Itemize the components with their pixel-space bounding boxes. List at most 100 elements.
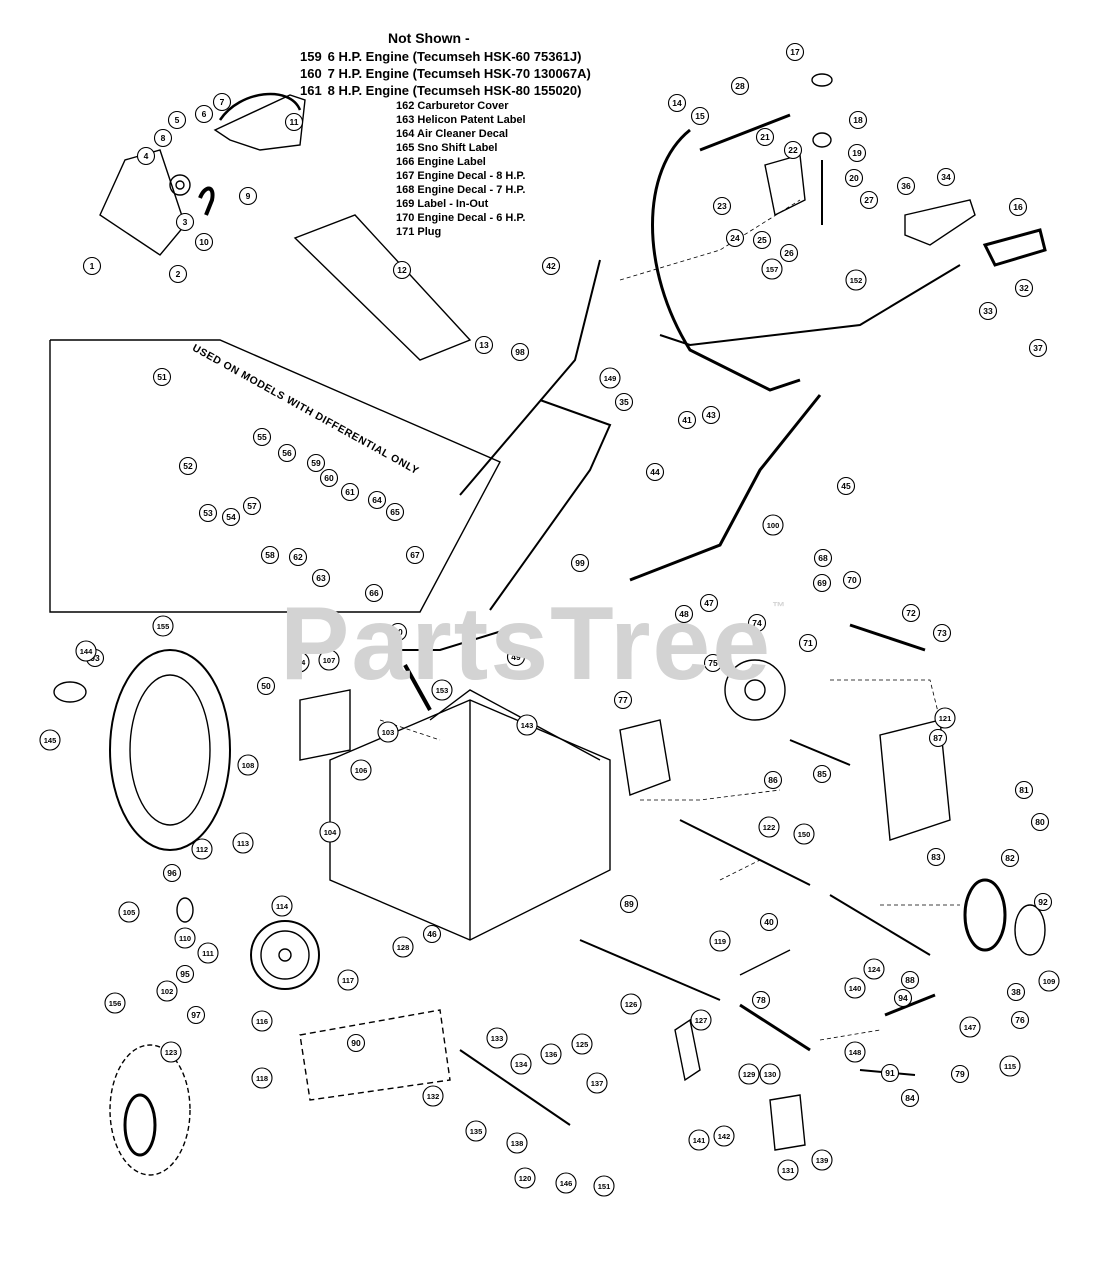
- callout-circle: [465, 1120, 487, 1142]
- callout-146: 146: [555, 1172, 577, 1194]
- callout-number: 131: [782, 1166, 795, 1175]
- callout-number: 82: [1005, 853, 1015, 863]
- callout-number: 156: [109, 999, 122, 1008]
- callout-number: 146: [560, 1179, 573, 1188]
- callout-circle: [191, 838, 213, 860]
- callout-circle: [388, 622, 408, 642]
- callout-circle: [926, 847, 946, 867]
- callout-number: 54: [226, 512, 236, 522]
- callout-circle: [237, 754, 259, 776]
- callout-number: 12: [397, 265, 407, 275]
- callout-circle: [900, 970, 920, 990]
- callout-118: 118: [251, 1067, 273, 1089]
- callout-circle: [392, 936, 414, 958]
- callout-number: 139: [816, 1156, 829, 1165]
- callout-83: 83: [926, 847, 946, 867]
- callout-circle: [699, 593, 719, 613]
- callout-number: 73: [937, 628, 947, 638]
- callout-circle: [174, 927, 196, 949]
- callout-circle: [730, 76, 750, 96]
- callout-circle: [251, 1067, 273, 1089]
- callout-circle: [288, 547, 308, 567]
- callout-113: 113: [232, 832, 254, 854]
- callout-62: 62: [288, 547, 308, 567]
- grip-part: [982, 228, 1047, 267]
- callout-46: 46: [422, 924, 442, 944]
- callout-number: 38: [1011, 987, 1021, 997]
- callout-98: 98: [510, 342, 530, 362]
- callout-119: 119: [709, 930, 731, 952]
- callout-82: 82: [1000, 848, 1020, 868]
- callout-number: 9: [246, 191, 251, 201]
- spring-103-part: [403, 664, 432, 711]
- callout-circle: [586, 1072, 608, 1094]
- rod-89-part: [579, 939, 721, 1001]
- callout-circle: [880, 1063, 900, 1083]
- legend-item: 171 Plug: [396, 226, 442, 238]
- callout-number: 20: [849, 173, 859, 183]
- callout-142: 142: [713, 1125, 735, 1147]
- callout-circle: [751, 990, 771, 1010]
- legend-engine-row: 160 7 H.P. Engine (Tecumseh HSK-70 13006…: [300, 65, 640, 82]
- callout-number: 41: [682, 415, 692, 425]
- engine-number: 160: [300, 66, 322, 81]
- callout-circle: [570, 553, 590, 573]
- legend-item: 165 Sno Shift Label: [396, 142, 498, 154]
- axle-78-part: [739, 1003, 811, 1052]
- callout-circle: [1038, 970, 1060, 992]
- callout-number: 140: [849, 984, 862, 993]
- callout-number: 66: [369, 588, 379, 598]
- callout-circle: [936, 167, 956, 187]
- legend-item: 162 Carburetor Cover: [396, 100, 509, 112]
- callout-number: 28: [735, 81, 745, 91]
- callout-circle: [793, 823, 815, 845]
- bracket-127-part: [674, 1018, 701, 1082]
- callout-22: 22: [783, 140, 803, 160]
- callout-circle: [319, 821, 341, 843]
- callout-109: 109: [1038, 970, 1060, 992]
- callout-85: 85: [812, 764, 832, 784]
- callout-circle: [999, 1055, 1021, 1077]
- callout-number: 5: [175, 115, 180, 125]
- callout-number: 46: [427, 929, 437, 939]
- engine-description: 6 H.P. Engine (Tecumseh HSK-60 75361J): [327, 49, 582, 64]
- callout-145: 145: [39, 729, 61, 751]
- callout-69: 69: [812, 573, 832, 593]
- not-shown-legend: Not Shown - 159 6 H.P. Engine (Tecumseh …: [300, 30, 640, 239]
- auger-axle-part: [849, 623, 926, 652]
- callout-number: 151: [598, 1182, 611, 1191]
- callout-number: 42: [546, 261, 556, 271]
- callout-75: 75: [703, 653, 723, 673]
- callout-circle: [783, 140, 803, 160]
- partstree-watermark: PartsTree™: [280, 585, 787, 704]
- callout-number: 90: [351, 1038, 361, 1048]
- legend-item: 170 Engine Decal - 6 H.P.: [396, 212, 526, 224]
- callout-circle: [288, 651, 310, 673]
- callout-152: 152: [845, 269, 867, 291]
- callout-114: 114: [271, 895, 293, 917]
- callout-circle: [385, 502, 405, 522]
- callout-circle: [194, 232, 214, 252]
- callout-circle: [712, 196, 732, 216]
- callout-44: 44: [645, 462, 665, 482]
- callout-circle: [812, 573, 832, 593]
- callout-47: 47: [699, 593, 719, 613]
- callout-circle: [896, 176, 916, 196]
- callout-number: 37: [1033, 343, 1043, 353]
- callout-number: 64: [372, 495, 382, 505]
- callout-94: 94: [893, 988, 913, 1008]
- callout-circle: [932, 623, 952, 643]
- callout-number: 115: [1004, 1062, 1016, 1071]
- callout-circle: [1028, 338, 1048, 358]
- callout-25: 25: [752, 230, 772, 250]
- callout-circle: [813, 548, 833, 568]
- callout-number: 137: [591, 1079, 604, 1088]
- callout-number: 77: [618, 695, 628, 705]
- callout-circle: [1014, 278, 1034, 298]
- callout-4: 4: [136, 146, 156, 166]
- callout-number: 147: [964, 1023, 977, 1032]
- callout-circle: [759, 912, 779, 932]
- callout-number: 69: [817, 578, 827, 588]
- callout-number: 63: [316, 573, 326, 583]
